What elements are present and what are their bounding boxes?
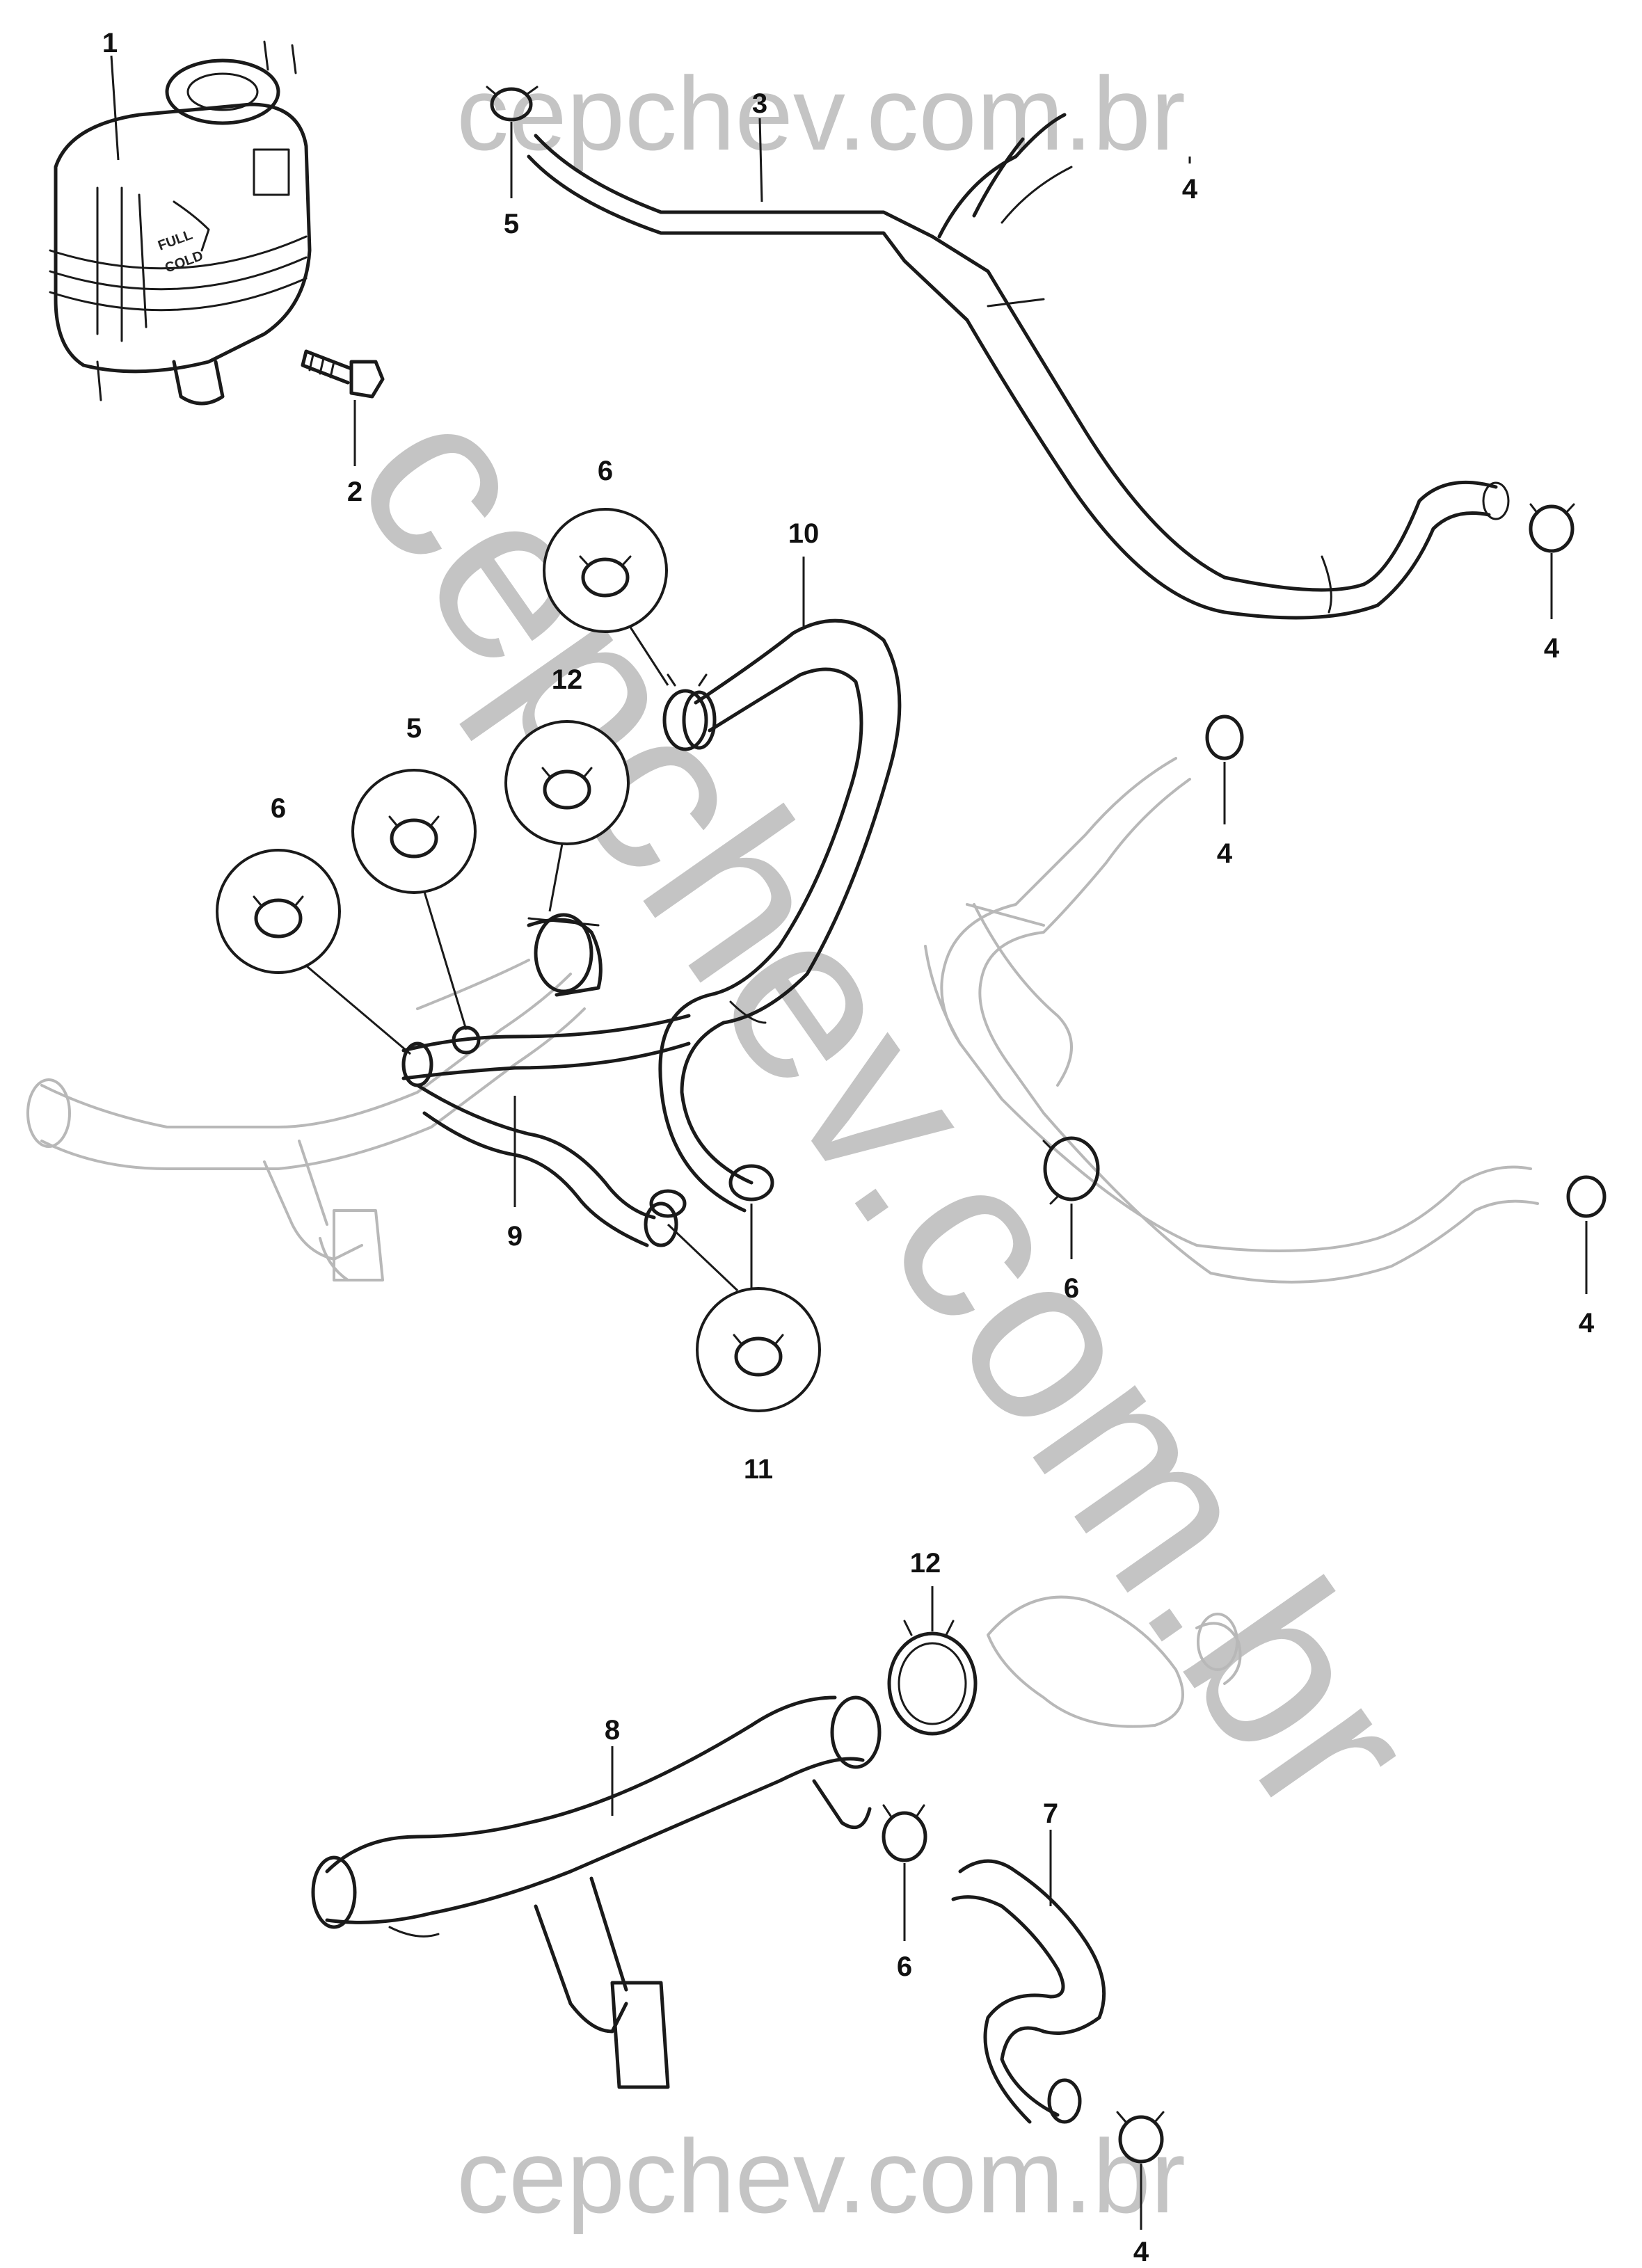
detail-circle-12-mid xyxy=(504,720,630,912)
clamp-4-bottom xyxy=(1116,2111,1165,2164)
callout-4-top: 4 xyxy=(1182,174,1198,205)
clamp-6-right xyxy=(1042,1136,1100,1205)
ghost-hose-right xyxy=(924,757,1539,1284)
watermark-top: cepchev.com.br xyxy=(456,55,1186,172)
clamp-12-bottom xyxy=(887,1620,978,1736)
clamp-6-bottom xyxy=(882,1804,927,1862)
coolant-reservoir: FULL COLD xyxy=(49,40,312,406)
detail-circle-6-top xyxy=(543,508,669,686)
callout-2: 2 xyxy=(347,477,362,507)
ghost-pipe-left xyxy=(26,973,586,1281)
callout-10: 10 xyxy=(788,518,820,549)
clamp-11-b xyxy=(728,1164,774,1201)
clamp-4-right-mid xyxy=(1205,714,1244,760)
callout-1: 1 xyxy=(102,28,118,58)
callout-4-right-low: 4 xyxy=(1579,1308,1595,1339)
callout-4-right-mid: 4 xyxy=(1217,838,1233,869)
leader-lines xyxy=(110,55,1588,2230)
callout-8: 8 xyxy=(605,1715,620,1746)
callout-11: 11 xyxy=(744,1454,773,1485)
callout-6-right: 6 xyxy=(1064,1273,1079,1304)
clamp-11-a xyxy=(649,1189,687,1218)
clamp-6-hose10 xyxy=(662,673,717,751)
ghost-hose-bottom-right xyxy=(987,1595,1242,1728)
clamp-5-top xyxy=(486,86,539,122)
callout-5-top: 5 xyxy=(504,209,519,239)
bolt xyxy=(301,349,385,399)
callout-4-bottom: 4 xyxy=(1133,2237,1149,2267)
watermark-bottom: cepchev.com.br xyxy=(456,2118,1186,2235)
callout-6-top: 6 xyxy=(598,456,613,486)
detail-circle-5-mid xyxy=(351,769,477,1030)
reservoir-full-mark: FULL xyxy=(156,227,195,254)
callout-6-bottom: 6 xyxy=(897,1951,912,1982)
callout-numbers: 1 2 3 4 5 4 6 10 12 5 6 4 9 6 4 11 12 8 … xyxy=(102,28,1595,2267)
upper-hose xyxy=(527,113,1510,620)
callout-12-bottom: 12 xyxy=(910,1548,941,1579)
callout-12-mid: 12 xyxy=(552,664,583,695)
callout-5-mid: 5 xyxy=(406,713,422,744)
callout-6-left: 6 xyxy=(271,793,286,824)
hose-10 xyxy=(658,618,902,1213)
reservoir-cold-mark: COLD xyxy=(163,248,205,276)
pipe-8 xyxy=(311,1695,882,2089)
callout-7: 7 xyxy=(1043,1798,1058,1829)
clamp-4-right-low xyxy=(1566,1175,1607,1218)
hose-7 xyxy=(951,1859,1106,2124)
callout-9: 9 xyxy=(507,1221,523,1252)
hose-radiator-inlet xyxy=(416,913,603,1010)
clamp-4-right-top xyxy=(1529,503,1575,553)
callout-3: 3 xyxy=(752,88,767,119)
detail-circle-11 xyxy=(667,1204,821,1412)
hose-9 xyxy=(401,1014,691,1247)
watermark-diagonal: cepchev.com.br xyxy=(305,356,1469,1861)
detail-circle-6-left xyxy=(216,849,411,1055)
clamp-6-left xyxy=(401,1041,433,1087)
callout-4-right-top: 4 xyxy=(1544,633,1560,664)
